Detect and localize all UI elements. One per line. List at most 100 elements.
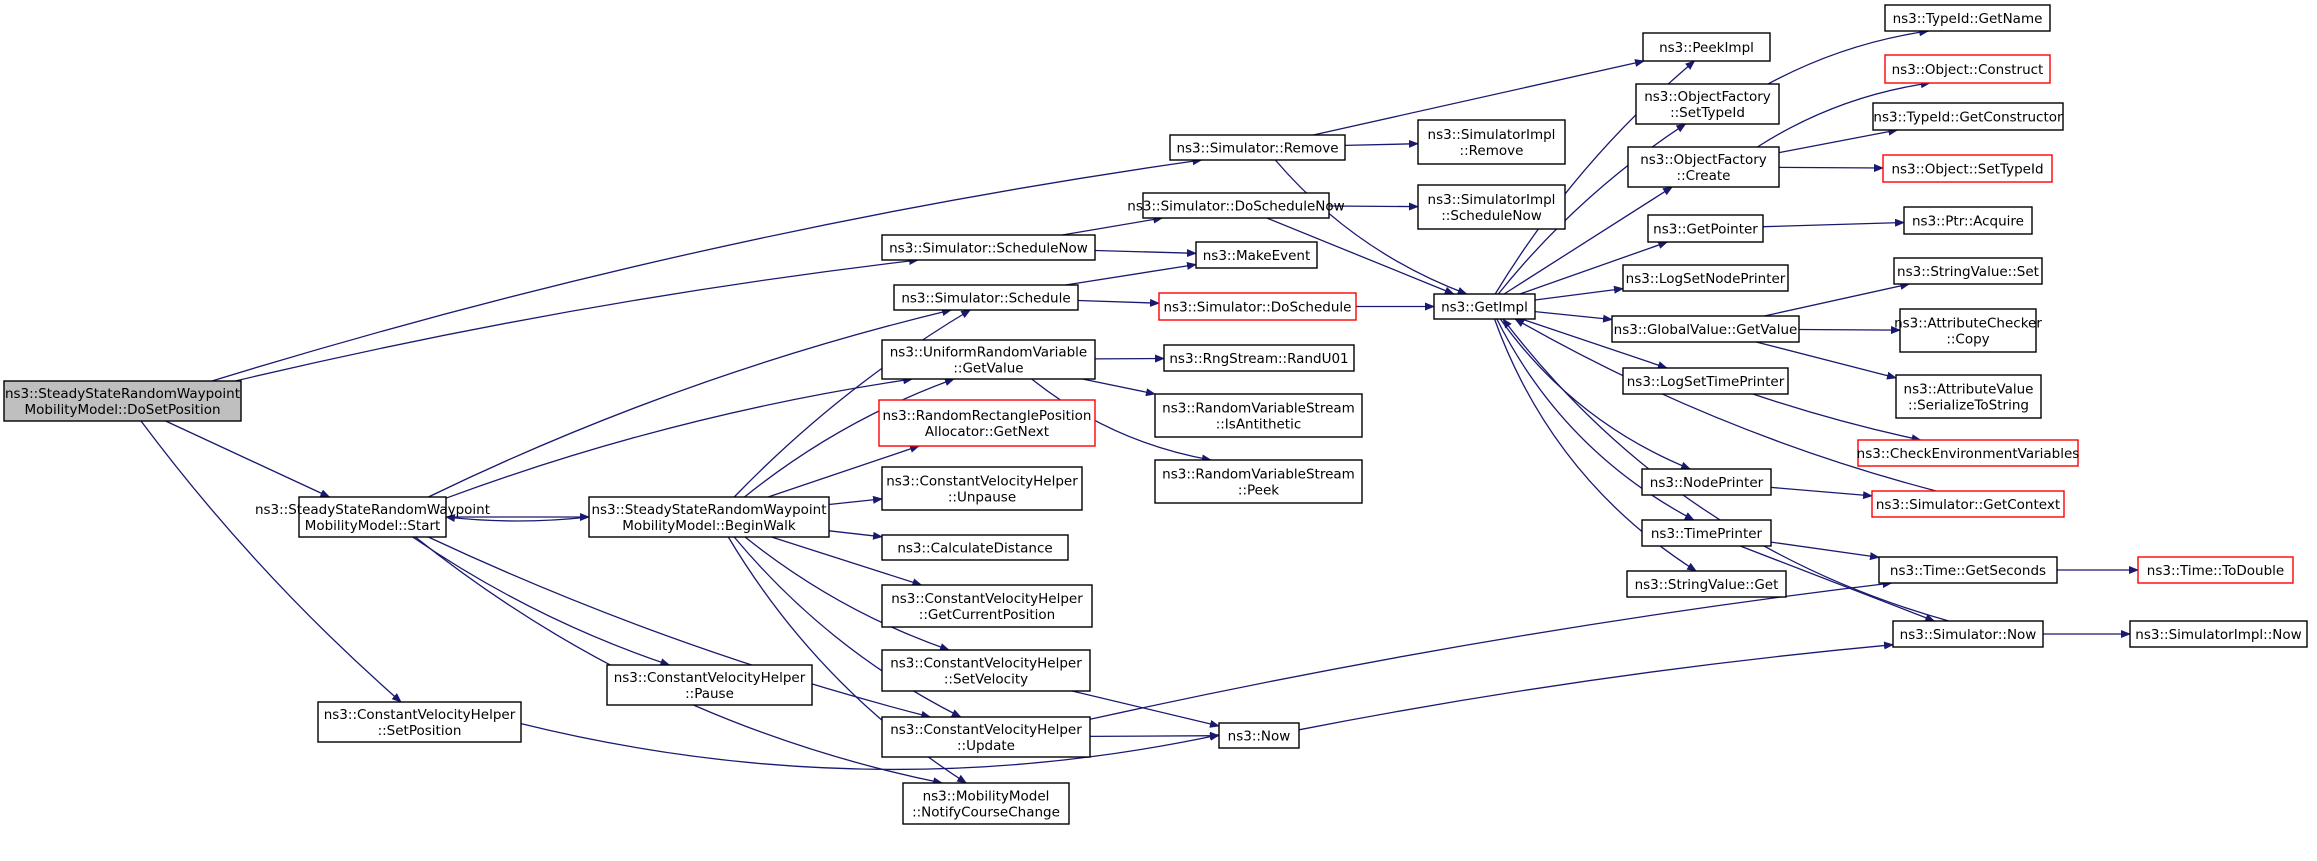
node-stringvalue_get[interactable]: ns3::StringValue::Get [1626, 570, 1787, 598]
node-logsettimeprinter[interactable]: ns3::LogSetTimePrinter [1622, 367, 1789, 395]
node-label-line: ::SerializeToString [1908, 398, 2029, 414]
node-checkenv[interactable]: ns3::CheckEnvironmentVariables [1857, 439, 2080, 467]
node-urv_getvalue[interactable]: ns3::UniformRandomVariable::GetValue [881, 339, 1096, 380]
node-typeid_getconstructor[interactable]: ns3::TypeId::GetConstructor [1872, 102, 2064, 131]
edge-sim_remove-to-getimpl [1274, 159, 1468, 295]
node-box [1893, 257, 2043, 285]
edge-layer [140, 28, 2139, 786]
node-object_settypeid[interactable]: ns3::Object::SetTypeId [1882, 154, 2053, 183]
node-label-line: ns3::CheckEnvironmentVariables [1857, 446, 2080, 462]
node-simimpl_remove[interactable]: ns3::SimulatorImpl::Remove [1417, 119, 1566, 165]
node-getimpl[interactable]: ns3::GetImpl [1433, 293, 1536, 320]
node-label-line: ns3::Simulator::ScheduleNow [889, 241, 1088, 257]
edge-beginwalk-to-urv_getvalue [744, 378, 955, 498]
node-label-line: ns3::Simulator::GetContext [1876, 497, 2060, 513]
edge-cvh_setvelocity-to-now [1071, 690, 1220, 728]
node-rvs_peek[interactable]: ns3::RandomVariableStream::Peek [1154, 459, 1363, 504]
node-time_getseconds[interactable]: ns3::Time::GetSeconds [1878, 556, 2058, 584]
node-sim_doschedulenow[interactable]: ns3::Simulator::DoScheduleNow [1127, 192, 1345, 219]
node-label-line: ns3::Now [1228, 729, 1291, 745]
node-simimpl_now[interactable]: ns3::SimulatorImpl::Now [2129, 620, 2308, 648]
node-rvs_isantithetic[interactable]: ns3::RandomVariableStream::IsAntithetic [1154, 393, 1363, 438]
node-start[interactable]: ns3::SteadyStateRandomWaypointMobilityMo… [255, 496, 490, 538]
node-cvh_setposition[interactable]: ns3::ConstantVelocityHelper::SetPosition [317, 701, 522, 743]
node-calcdistance[interactable]: ns3::CalculateDistance [881, 534, 1069, 561]
edge-urv_getvalue-to-rvs_isantithetic [1082, 378, 1156, 397]
edge-sim_remove-to-peekimpl [1313, 59, 1645, 136]
node-sim_now[interactable]: ns3::Simulator::Now [1892, 620, 2044, 648]
edge-start-to-urv_getvalue [445, 376, 914, 499]
node-sim_schedulenow[interactable]: ns3::Simulator::ScheduleNow [881, 234, 1096, 261]
node-label-line: ns3::NodePrinter [1650, 475, 1764, 491]
node-makeevent[interactable]: ns3::MakeEvent [1195, 241, 1318, 269]
node-cvh_unpause[interactable]: ns3::ConstantVelocityHelper::Unpause [881, 466, 1083, 511]
node-logsetnodeprinter[interactable]: ns3::LogSetNodePrinter [1622, 264, 1789, 292]
edge-getimpl-to-of_create [1503, 186, 1673, 295]
node-gv_getvalue[interactable]: ns3::GlobalValue::GetValue [1611, 315, 1800, 343]
node-label-line: ns3::StringValue::Get [1635, 577, 1779, 593]
node-label-line: ns3::Object::Construct [1892, 62, 2044, 78]
edge-sim_now-to-getimpl [1502, 318, 1949, 622]
node-label-line: ::Copy [1946, 332, 1989, 348]
edge-gv_getvalue-to-ac_copy [1798, 326, 1901, 335]
node-cvh_getcurpos[interactable]: ns3::ConstantVelocityHelper::GetCurrentP… [881, 584, 1093, 628]
node-box [1154, 459, 1363, 504]
node-cvh_pause[interactable]: ns3::ConstantVelocityHelper::Pause [606, 664, 813, 706]
node-label-line: MobilityModel::BeginWalk [622, 518, 796, 534]
node-box [1417, 184, 1566, 230]
node-sim_doschedule[interactable]: ns3::Simulator::DoSchedule [1158, 292, 1357, 321]
node-box [2137, 556, 2294, 584]
edge-start-to-cvh_pause [412, 536, 671, 666]
node-of_settypeid[interactable]: ns3::ObjectFactory::SetTypeId [1635, 83, 1780, 125]
node-label-line: ::IsAntithetic [1216, 417, 1302, 433]
edge-getimpl-to-logsettimeprinter [1521, 318, 1668, 369]
node-box [1142, 192, 1330, 219]
node-root[interactable]: ns3::SteadyStateRandomWaypointMobilityMo… [3, 380, 242, 422]
node-cvh_update[interactable]: ns3::ConstantVelocityHelper::Update [881, 716, 1091, 758]
node-ac_copy[interactable]: ns3::AttributeChecker::Copy [1894, 308, 2042, 353]
node-box [1195, 241, 1318, 269]
node-of_create[interactable]: ns3::ObjectFactory::Create [1627, 146, 1780, 188]
edge-cvh_update-to-time_getseconds [1089, 580, 1893, 720]
node-label-line: ns3::SteadyStateRandomWaypoint [255, 502, 490, 518]
node-sim_schedule[interactable]: ns3::Simulator::Schedule [893, 284, 1079, 311]
node-box [1627, 146, 1780, 188]
node-peekimpl[interactable]: ns3::PeekImpl [1642, 32, 1771, 62]
node-av_serialize[interactable]: ns3::AttributeValue::SerializeToString [1895, 374, 2042, 419]
node-ptr_acquire[interactable]: ns3::Ptr::Acquire [1903, 206, 2033, 235]
node-sim_remove[interactable]: ns3::Simulator::Remove [1169, 134, 1346, 161]
node-box [1871, 490, 2065, 518]
node-mm_notify[interactable]: ns3::MobilityModel::NotifyCourseChange [902, 782, 1070, 825]
node-label-line: ::Pause [685, 686, 734, 702]
node-typeid_getname[interactable]: ns3::TypeId::GetName [1884, 4, 2051, 32]
node-box [881, 584, 1093, 628]
node-box [902, 782, 1070, 825]
node-now[interactable]: ns3::Now [1218, 722, 1300, 749]
node-rrpa_getnext[interactable]: ns3::RandomRectanglePositionAllocator::G… [878, 399, 1096, 447]
node-nodeprinter[interactable]: ns3::NodePrinter [1641, 468, 1772, 496]
node-getpointer[interactable]: ns3::GetPointer [1647, 214, 1764, 243]
node-label-line: Allocator::GetNext [925, 424, 1049, 440]
node-box [881, 649, 1091, 692]
node-box [881, 234, 1096, 261]
node-label-line: MobilityModel::Start [305, 518, 441, 534]
node-timeprinter[interactable]: ns3::TimePrinter [1641, 519, 1772, 547]
node-simimpl_schedulenow[interactable]: ns3::SimulatorImpl::ScheduleNow [1417, 184, 1566, 230]
node-object_construct[interactable]: ns3::Object::Construct [1884, 54, 2051, 84]
node-label-line: ns3::AttributeChecker [1894, 316, 2042, 332]
node-rng_randu01[interactable]: ns3::RngStream::RandU01 [1163, 344, 1355, 372]
node-label-line: ns3::ObjectFactory [1644, 89, 1771, 105]
edge-sim_remove-to-simimpl_remove [1344, 139, 1419, 148]
edge-timeprinter-to-time_getseconds [1770, 541, 1880, 561]
node-sim_getcontext[interactable]: ns3::Simulator::GetContext [1871, 490, 2065, 518]
edge-logsettimeprinter-to-checkenv [1752, 393, 1922, 443]
node-time_todouble[interactable]: ns3::Time::ToDouble [2137, 556, 2294, 584]
node-label-line: ns3::MakeEvent [1203, 248, 1311, 264]
node-beginwalk[interactable]: ns3::SteadyStateRandomWaypointMobilityMo… [588, 496, 830, 538]
edge-root-to-cvh_setposition [140, 420, 402, 703]
edge-timeprinter-to-sim_now [1739, 545, 1936, 622]
node-label-line: ns3::PeekImpl [1659, 40, 1754, 56]
node-cvh_setvelocity[interactable]: ns3::ConstantVelocityHelper::SetVelocity [881, 649, 1091, 692]
node-stringvalue_set[interactable]: ns3::StringValue::Set [1893, 257, 2043, 285]
node-box [1154, 393, 1363, 438]
